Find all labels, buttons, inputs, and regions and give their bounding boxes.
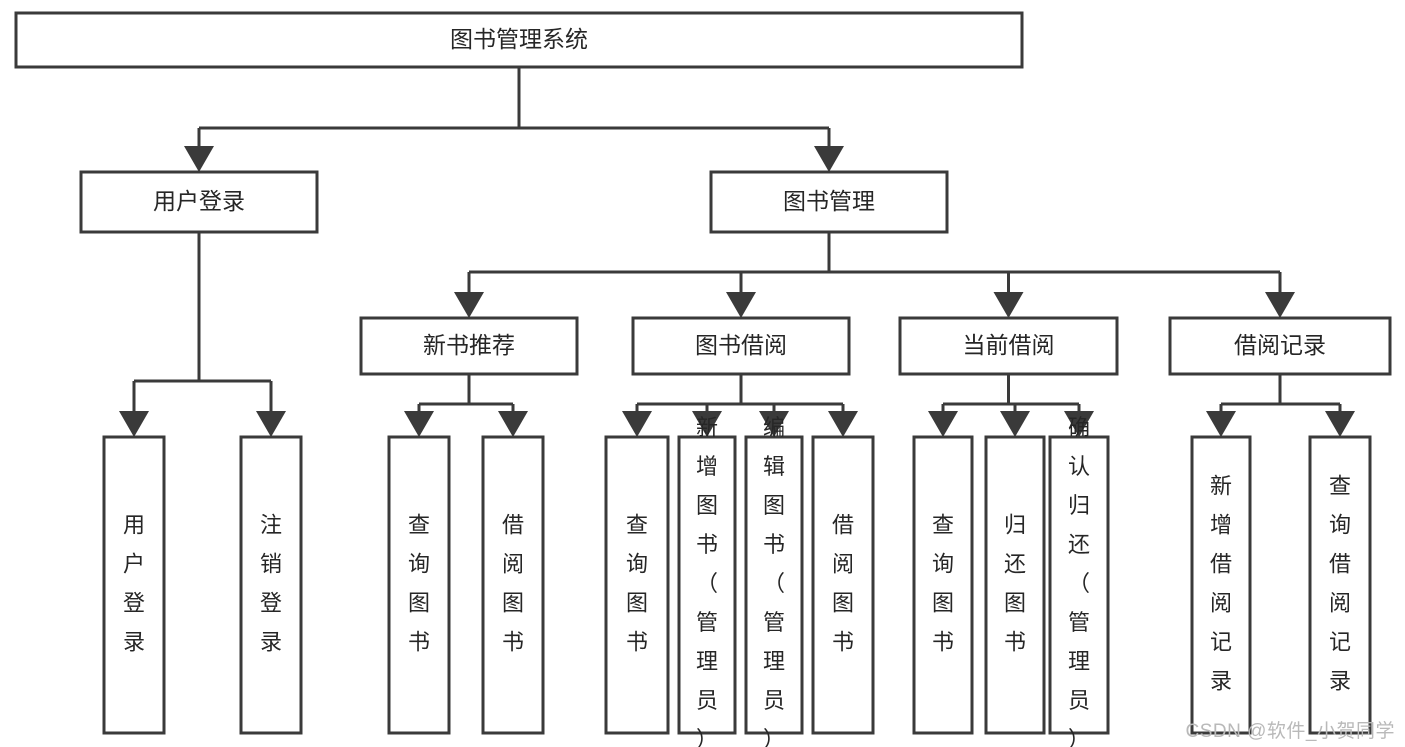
- node-text: 图书管理: [783, 188, 875, 214]
- node-text: 查询图书: [626, 512, 648, 654]
- node-l3_2[interactable]: 查询图书: [387, 435, 451, 735]
- node-box: [1190, 435, 1252, 735]
- node-l2_0[interactable]: 新书推荐: [359, 316, 579, 376]
- watermark-label: CSDN @软件_小贺同学: [1185, 721, 1395, 742]
- edge-arrowhead: [454, 292, 484, 318]
- node-l3_0[interactable]: 用户登录: [102, 435, 166, 735]
- edge-arrowhead: [1206, 411, 1236, 437]
- node-text: 注销登录: [260, 512, 282, 654]
- edge-arrowhead: [622, 411, 652, 437]
- node-text: 借阅记录: [1234, 332, 1326, 358]
- node-l3_7[interactable]: 借阅图书: [811, 435, 875, 735]
- edge-arrowhead: [184, 146, 214, 172]
- node-box: [387, 435, 451, 735]
- edge-arrowhead: [498, 411, 528, 437]
- node-l2_3[interactable]: 借阅记录: [1168, 316, 1392, 376]
- edge-arrowhead: [993, 292, 1024, 318]
- node-box: [709, 170, 949, 234]
- edge-arrowhead: [828, 411, 858, 437]
- edge-arrowhead: [759, 411, 789, 437]
- node-box: [744, 435, 804, 735]
- node-text: 新书推荐: [423, 332, 515, 358]
- edge-arrowhead: [928, 411, 958, 437]
- node-text: 图书管理系统: [450, 26, 588, 52]
- node-l3_9[interactable]: 归还图书: [984, 435, 1046, 735]
- node-l3_1[interactable]: 注销登录: [239, 435, 303, 735]
- node-box: [898, 316, 1119, 376]
- node-box: [79, 170, 319, 234]
- node-l3_11[interactable]: 新增借阅记录: [1190, 435, 1252, 735]
- node-text: 新增图书（管理员）: [696, 415, 718, 747]
- node-text: 查询借阅记录: [1329, 473, 1351, 693]
- node-l3_10[interactable]: 确认归还（管理员）: [1048, 415, 1110, 747]
- node-l2_1[interactable]: 图书借阅: [631, 316, 851, 376]
- node-text: 用户登录: [153, 188, 245, 214]
- node-box: [1048, 435, 1110, 735]
- node-box: [14, 11, 1024, 69]
- node-box: [677, 435, 737, 735]
- node-box: [631, 316, 851, 376]
- node-l1_0[interactable]: 用户登录: [79, 170, 319, 234]
- node-box: [984, 435, 1046, 735]
- node-root[interactable]: 图书管理系统: [14, 11, 1024, 69]
- node-box: [102, 435, 166, 735]
- node-text: 归还图书: [1004, 512, 1026, 654]
- edge-arrowhead: [256, 411, 286, 437]
- node-box: [604, 435, 670, 735]
- edge-arrowhead: [1325, 411, 1355, 437]
- node-box: [359, 316, 579, 376]
- node-text: 查询图书: [932, 512, 954, 654]
- edge-arrowhead: [1064, 411, 1094, 437]
- node-box: [912, 435, 974, 735]
- node-text: 新增借阅记录: [1210, 473, 1232, 693]
- node-l2_2[interactable]: 当前借阅: [898, 316, 1119, 376]
- edge-arrowhead: [1265, 292, 1295, 318]
- node-box: [481, 435, 545, 735]
- node-l3_12[interactable]: 查询借阅记录: [1308, 435, 1372, 735]
- node-l3_5[interactable]: 新增图书（管理员）: [677, 415, 737, 747]
- edge-arrowhead: [119, 411, 149, 437]
- edge-arrowhead: [1000, 411, 1030, 437]
- node-l3_4[interactable]: 查询图书: [604, 435, 670, 735]
- node-text: 用户登录: [123, 512, 145, 654]
- node-l1_1[interactable]: 图书管理: [709, 170, 949, 234]
- node-text: 借阅图书: [832, 512, 854, 654]
- node-text: 确认归还（管理员）: [1068, 415, 1090, 747]
- edge-arrowhead: [692, 411, 722, 437]
- node-text: 编辑图书（管理员）: [763, 415, 785, 747]
- node-box: [239, 435, 303, 735]
- node-box: [1168, 316, 1392, 376]
- edge-arrowhead: [726, 292, 756, 318]
- edge-arrowhead: [814, 146, 844, 172]
- node-text: 查询图书: [408, 512, 430, 654]
- node-box: [811, 435, 875, 735]
- node-text: 借阅图书: [502, 512, 524, 654]
- node-box: [1308, 435, 1372, 735]
- node-l3_3[interactable]: 借阅图书: [481, 435, 545, 735]
- node-text: 图书借阅: [695, 332, 787, 358]
- node-l3_6[interactable]: 编辑图书（管理员）: [744, 415, 804, 747]
- edge-layer: [119, 67, 1355, 437]
- edge-arrowhead: [404, 411, 434, 437]
- node-text: 当前借阅: [963, 332, 1055, 358]
- node-layer: 图书管理系统用户登录图书管理新书推荐图书借阅当前借阅借阅记录用户登录注销登录查询…: [14, 11, 1392, 747]
- node-l3_8[interactable]: 查询图书: [912, 435, 974, 735]
